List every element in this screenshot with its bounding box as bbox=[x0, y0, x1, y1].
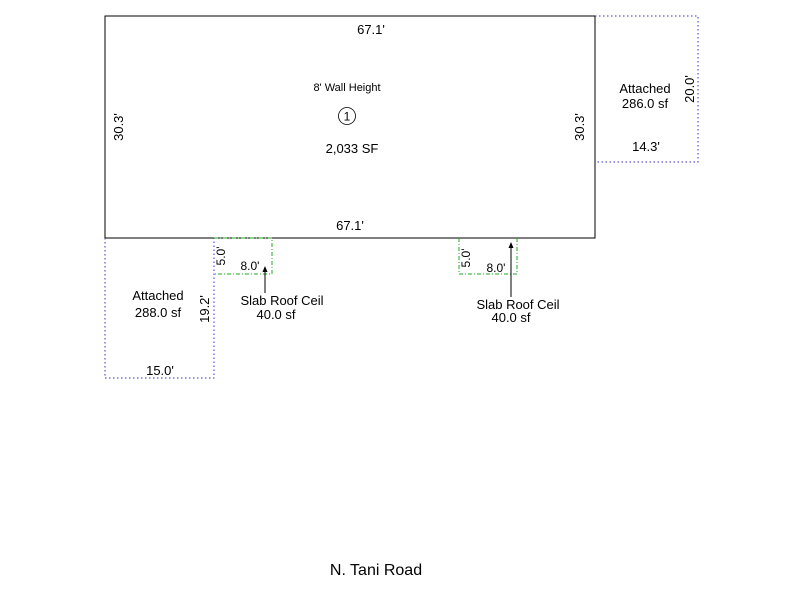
slab-left-area: 40.0 sf bbox=[256, 307, 295, 322]
main-area-outline bbox=[104, 15, 596, 239]
attached-right-area: 286.0 sf bbox=[622, 96, 669, 111]
slab-right-depth-dimension: 5.0' bbox=[459, 249, 473, 268]
attached-left-label: Attached bbox=[132, 288, 183, 303]
attached-right-label: Attached bbox=[619, 81, 670, 96]
slab-left-depth-dimension: 5.0' bbox=[214, 247, 228, 266]
area-number-circle bbox=[338, 107, 356, 125]
slab-left-outline bbox=[214, 237, 273, 275]
attached-right-outline bbox=[595, 15, 699, 163]
main-left-dimension: 30.3' bbox=[111, 113, 126, 141]
slab-right-pointer-arrow bbox=[508, 242, 514, 248]
main-right-dimension: 30.3' bbox=[572, 113, 587, 141]
slab-right-width-dimension: 8.0' bbox=[487, 261, 506, 275]
slab-left-pointer-arrow bbox=[262, 266, 268, 272]
slab-right-outline bbox=[458, 238, 518, 275]
wall-height-label: 8' Wall Height bbox=[313, 82, 380, 94]
attached-right-height-dimension: 20.0' bbox=[682, 75, 697, 103]
attached-right-width-dimension: 14.3' bbox=[632, 139, 660, 154]
area-number: 1 bbox=[344, 110, 351, 124]
main-top-dimension: 67.1' bbox=[357, 22, 385, 37]
attached-left-height-dimension: 19.2' bbox=[197, 295, 212, 323]
slab-right-label: Slab Roof Ceil bbox=[476, 297, 559, 312]
main-area-value: 2,033 SF bbox=[326, 141, 379, 156]
road-label: N. Tani Road bbox=[330, 562, 422, 579]
slab-left-width-dimension: 8.0' bbox=[241, 259, 260, 273]
slab-right-area: 40.0 sf bbox=[491, 310, 530, 325]
slab-left-label: Slab Roof Ceil bbox=[240, 293, 323, 308]
attached-left-width-dimension: 15.0' bbox=[146, 363, 174, 378]
attached-left-area: 288.0 sf bbox=[135, 305, 182, 320]
main-bottom-dimension: 67.1' bbox=[336, 218, 364, 233]
